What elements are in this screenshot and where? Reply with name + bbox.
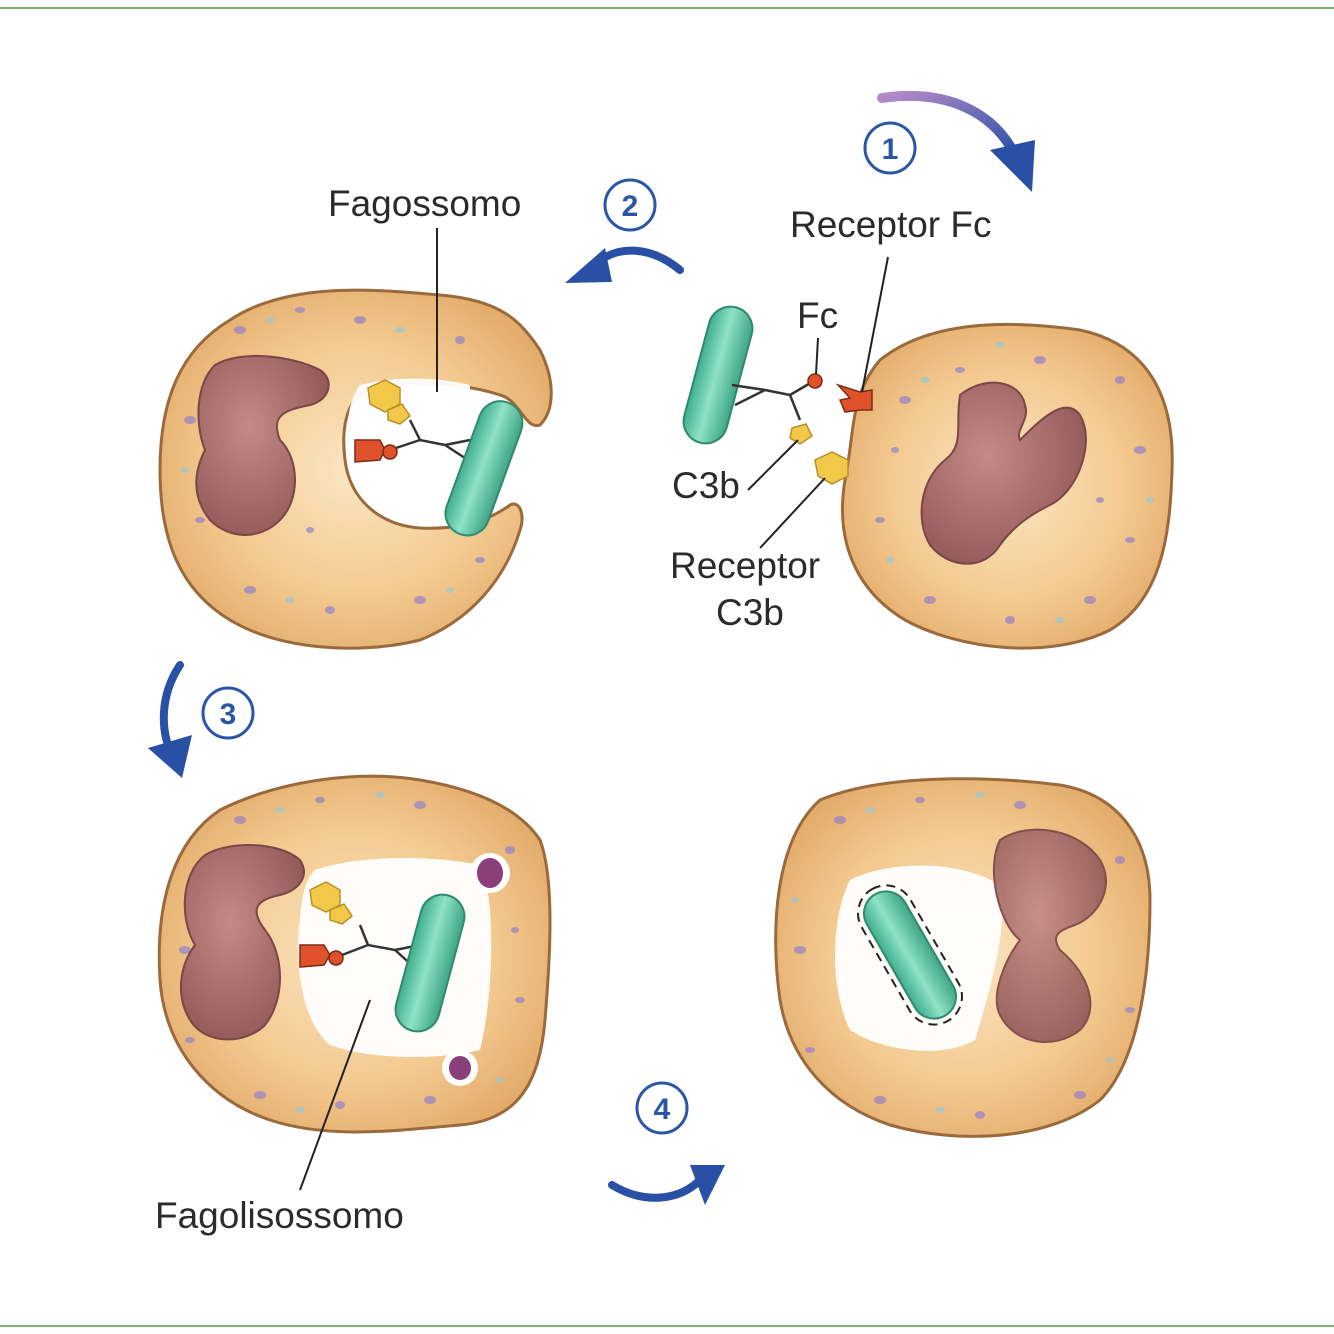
step-badge-2: 2 — [603, 178, 657, 232]
leader-c3b — [747, 439, 799, 491]
cell-step2 — [158, 288, 553, 650]
label-receptor-c3b-line1: Receptor — [670, 545, 820, 586]
leader-fc — [815, 337, 819, 375]
nucleus — [920, 381, 1087, 565]
c3b-receptor — [367, 379, 401, 413]
svg-text:4: 4 — [654, 1093, 671, 1126]
label-receptor-c3b-line2: C3b — [716, 592, 784, 633]
svg-text:1: 1 — [882, 133, 899, 166]
step-badge-3: 3 — [201, 686, 255, 740]
leader-receptor-fc — [861, 256, 889, 393]
fc-receptor — [835, 383, 873, 413]
step-badge-1: 1 — [863, 121, 917, 175]
label-fagossomo: Fagossomo — [328, 183, 521, 224]
nucleus — [179, 843, 305, 1041]
label-fagolisossomo: Fagolisossomo — [155, 1195, 404, 1236]
lysosome — [477, 858, 503, 888]
label-receptor-fc: Receptor Fc — [790, 204, 992, 245]
cell-step3 — [157, 774, 552, 1134]
fc-fragment — [807, 373, 823, 389]
svg-text:2: 2 — [622, 190, 639, 223]
c3b-fragment — [789, 423, 813, 445]
lysosome — [449, 1056, 471, 1080]
arrow-step1 — [877, 90, 1035, 192]
leader-fagolisossomo — [299, 999, 371, 1191]
bacterium-step1 — [682, 305, 754, 445]
arrow-step3 — [148, 661, 192, 778]
nucleus — [992, 828, 1107, 1043]
arrow-step4 — [608, 1165, 725, 1205]
leader-receptor-c3b — [759, 477, 826, 549]
fc-receptor — [299, 944, 331, 968]
nucleus — [195, 355, 330, 536]
label-c3b: C3b — [672, 465, 740, 506]
c3b-receptor — [814, 451, 849, 485]
bacterium-step3 — [394, 893, 466, 1033]
bacterium-step2 — [444, 400, 524, 537]
step-badge-4: 4 — [635, 1081, 689, 1135]
antibody-step2 — [395, 419, 471, 462]
c3b-fragment — [329, 903, 354, 925]
fc-fragment — [382, 444, 398, 460]
cell-step4 — [774, 777, 1152, 1138]
bacterium-step4-digested — [857, 884, 963, 1026]
antibody-step1 — [731, 380, 813, 421]
fc-fragment — [328, 950, 344, 966]
c3b-fragment — [387, 403, 412, 425]
arrow-step2 — [565, 246, 684, 283]
antibody-step3 — [341, 924, 421, 969]
svg-text:3: 3 — [220, 698, 237, 731]
fc-receptor — [354, 439, 386, 463]
label-fc: Fc — [797, 295, 838, 336]
cell-step1 — [841, 322, 1174, 650]
